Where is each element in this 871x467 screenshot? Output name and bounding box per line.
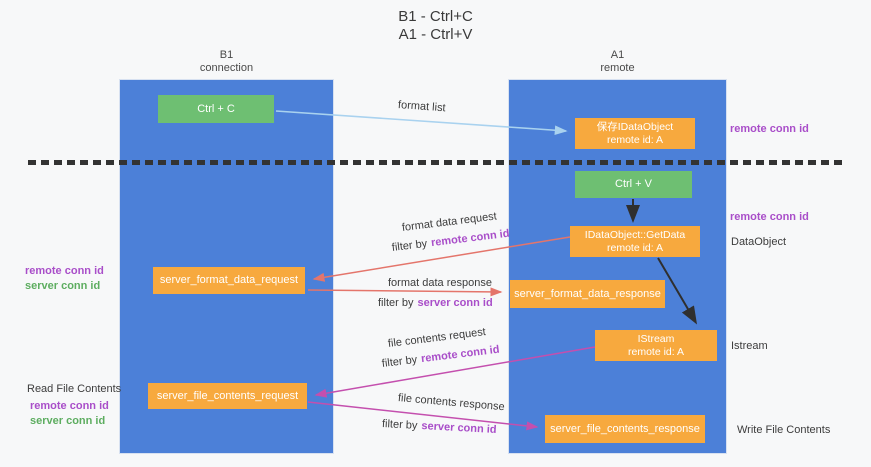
label-filter-by-server-conn-id-1: filter by server conn id — [378, 296, 493, 311]
node-idataobject-getdata: IDataObject::GetData remote id: A — [570, 226, 700, 257]
node-istream-title: IStream — [637, 332, 675, 345]
label-remote-conn-id-right-top: remote conn id — [730, 123, 809, 135]
filter-by-text: filter by — [378, 297, 414, 309]
label-istream: Istream — [731, 340, 768, 352]
server-conn-id-text: server conn id — [25, 280, 101, 292]
node-ctrl-c-label: Ctrl + C — [197, 102, 235, 115]
diagram-title: B1 - Ctrl+C A1 - Ctrl+V — [0, 8, 871, 44]
node-save-idataobject-subtitle: remote id: A — [606, 133, 664, 146]
node-server-file-contents-request: server_file_contents_request — [148, 383, 307, 409]
node-ctrl-v-label: Ctrl + V — [615, 178, 652, 190]
node-file-response-label: server_file_contents_response — [550, 422, 700, 435]
node-file-request-label: server_file_contents_request — [156, 389, 299, 402]
label-format-list: format list — [397, 99, 446, 115]
dashed-divider-line — [28, 160, 843, 165]
label-format-data-response: format data response — [388, 277, 492, 289]
remote-conn-id-text: remote conn id — [430, 227, 511, 250]
column-b1-role: connection — [199, 62, 254, 74]
label-read-file-contents: Read File Contents — [27, 383, 122, 395]
column-a1-name: A1 — [610, 49, 625, 61]
column-header-a1: A1 remote — [509, 49, 726, 75]
node-istream: IStream remote id: A — [595, 330, 717, 361]
server-conn-id-text: server conn id — [30, 415, 106, 427]
filter-by-text: filter by — [381, 353, 418, 370]
label-write-file-contents: Write File Contents — [737, 424, 831, 436]
label-filter-by-server-conn-id-2: filter by server conn id — [382, 417, 497, 438]
node-server-file-contents-response: server_file_contents_response — [545, 415, 705, 443]
title-line-2: A1 - Ctrl+V — [398, 26, 473, 43]
filter-by-text: filter by — [381, 418, 418, 432]
remote-conn-id-text: remote conn id — [420, 343, 501, 366]
arrow-format-data-response — [307, 287, 503, 297]
node-save-idataobject-title: 保存IDataObject — [596, 120, 674, 133]
column-b1-name: B1 — [219, 49, 234, 61]
server-conn-id-text: server conn id — [421, 420, 497, 436]
node-format-response-label: server_format_data_response — [514, 287, 661, 300]
column-a1-role: remote — [600, 62, 635, 74]
node-save-idataobject: 保存IDataObject remote id: A — [575, 118, 695, 149]
label-conn-id-stack-2: remote conn id server conn id — [30, 399, 109, 429]
server-conn-id-text: server conn id — [417, 297, 493, 309]
node-ctrl-c: Ctrl + C — [158, 95, 274, 123]
node-server-format-data-response: server_format_data_response — [510, 280, 665, 308]
filter-by-text: filter by — [391, 237, 428, 254]
label-file-contents-response: file contents response — [397, 392, 506, 414]
label-dataobject: DataObject — [731, 236, 787, 248]
title-line-1: B1 - Ctrl+C — [398, 8, 473, 25]
node-format-request-label: server_format_data_request — [159, 274, 299, 286]
column-header-b1: B1 connection — [120, 49, 333, 75]
node-getdata-title: IDataObject::GetData — [584, 228, 686, 241]
node-server-format-data-request: server_format_data_request — [153, 267, 305, 294]
node-getdata-subtitle: remote id: A — [606, 241, 664, 254]
node-istream-subtitle: remote id: A — [627, 345, 685, 358]
remote-conn-id-text: remote conn id — [30, 400, 109, 412]
remote-conn-id-text: remote conn id — [25, 265, 104, 277]
node-ctrl-v: Ctrl + V — [575, 171, 692, 198]
label-conn-id-stack-1: remote conn id server conn id — [25, 264, 104, 294]
label-remote-conn-id-right-mid: remote conn id — [730, 211, 809, 223]
